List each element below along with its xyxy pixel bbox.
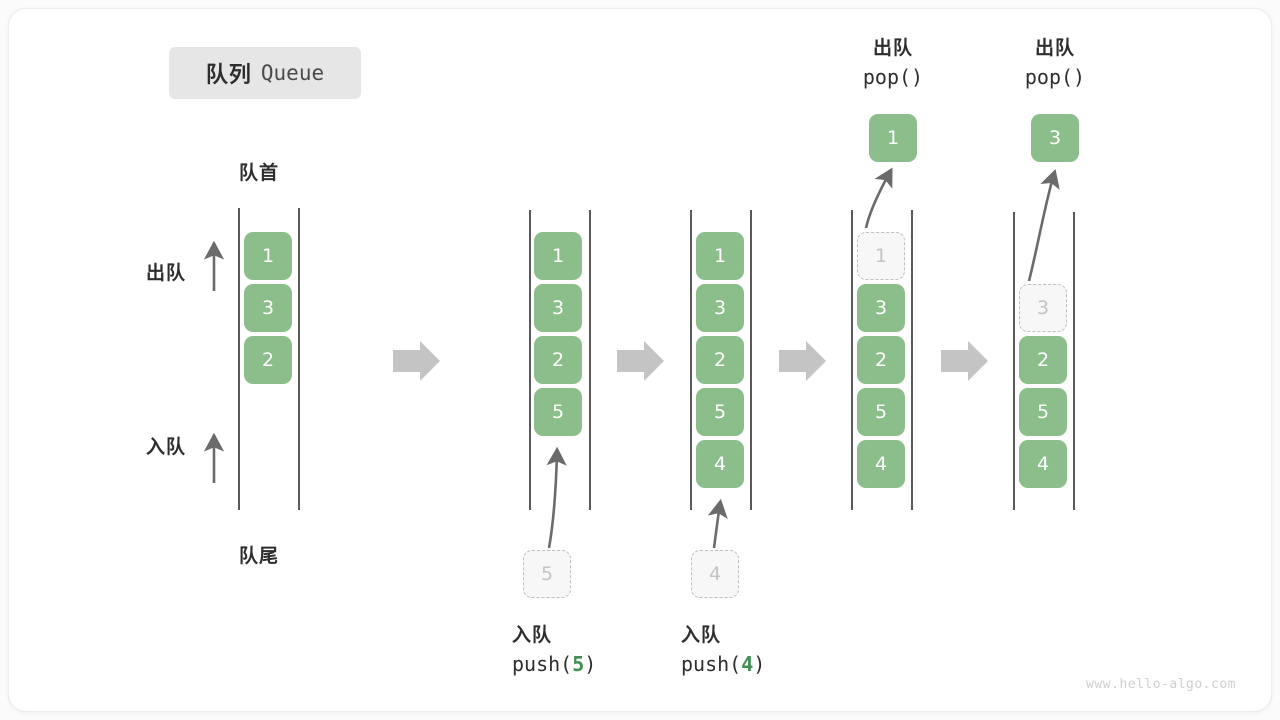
rail-right [298,208,300,510]
queue-element: 5 [857,388,905,436]
diagram-card [8,8,1272,712]
rail-left [1013,212,1015,510]
queue-element-ghost: 3 [1019,284,1067,332]
queue-element: 1 [534,232,582,280]
label-queue-front: 队首 [239,163,280,184]
popped-element: 3 [1031,114,1079,162]
caption-line-code: push(4) [681,652,766,676]
rail-left [851,210,853,510]
queue-element: 3 [244,284,292,332]
rail-right [911,210,913,510]
queue-element: 5 [1019,388,1067,436]
queue-element: 2 [1019,336,1067,384]
title-english: Queue [260,61,325,85]
caption-line-code: push(5) [512,652,597,676]
queue-element: 3 [696,284,744,332]
rail-right [750,210,752,510]
queue-element: 4 [1019,440,1067,488]
label-queue-rear: 队尾 [239,546,280,567]
queue-element: 2 [696,336,744,384]
queue-element: 4 [857,440,905,488]
queue-element: 5 [696,388,744,436]
popped-element: 1 [869,114,917,162]
queue-element-ghost: 1 [857,232,905,280]
queue-element: 1 [244,232,292,280]
caption-pop-3: 出队 pop() [1007,33,1103,89]
rail-right [589,210,591,510]
queue-element: 1 [696,232,744,280]
queue-element: 3 [534,284,582,332]
caption-line-code: pop() [1024,65,1086,89]
incoming-element-ghost: 4 [691,550,739,598]
rail-left [529,210,531,510]
queue-element: 5 [534,388,582,436]
watermark: www.hello-algo.com [1086,677,1236,692]
queue-element: 2 [857,336,905,384]
caption-line-cn: 入队 [512,625,553,646]
caption-pop-1: 出队 pop() [845,33,941,89]
queue-element: 2 [534,336,582,384]
caption-line-code: pop() [862,65,924,89]
caption-line-cn: 入队 [681,625,722,646]
diagram-title-chip: 队列 Queue [169,47,361,99]
caption-line-cn: 出队 [872,38,913,59]
caption-push-5: 入队 push(5) [512,620,596,676]
rail-left [238,208,240,510]
label-dequeue-side: 出队 [146,263,187,284]
queue-element: 2 [244,336,292,384]
queue-element: 4 [696,440,744,488]
rail-left [690,210,692,510]
label-enqueue-side: 入队 [146,437,187,458]
caption-line-cn: 出队 [1034,38,1075,59]
queue-element: 3 [857,284,905,332]
rail-right [1073,212,1075,510]
incoming-element-ghost: 5 [523,550,571,598]
caption-push-4: 入队 push(4) [681,620,765,676]
title-chinese: 队列 [205,62,252,87]
